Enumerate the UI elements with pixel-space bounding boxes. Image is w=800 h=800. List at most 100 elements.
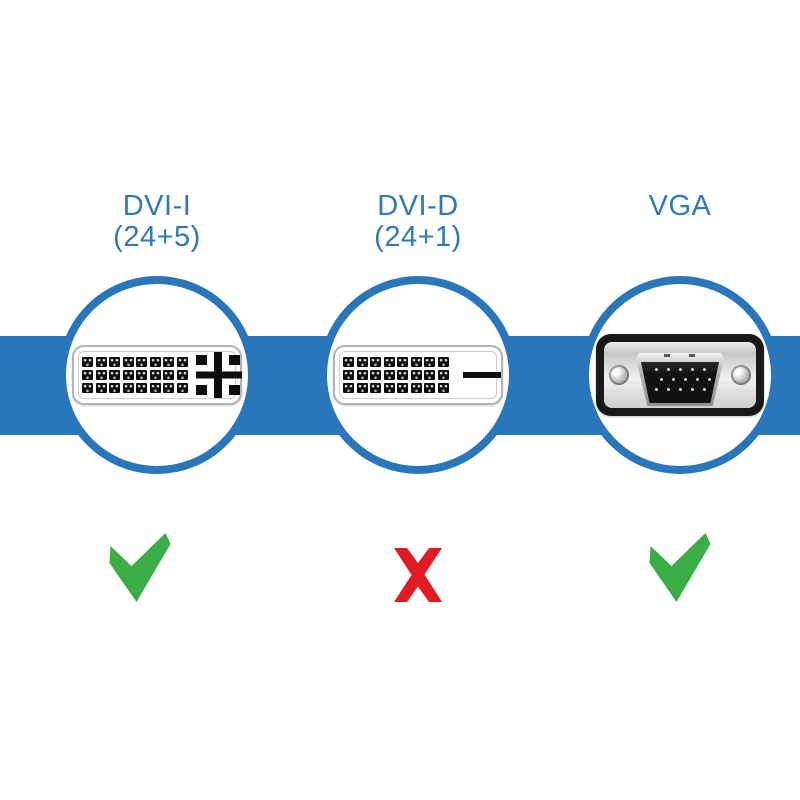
dvi-pin	[437, 383, 449, 393]
label-dvi-d-pins: (24+1)	[374, 221, 462, 253]
vga-pin	[654, 368, 658, 371]
dvi-pin	[163, 370, 174, 380]
dvi-pin	[424, 383, 435, 393]
verdict-dvi-i	[109, 533, 171, 602]
vga-pin	[654, 388, 658, 391]
vga-pin	[678, 388, 682, 391]
vga-pin	[702, 388, 706, 391]
dvi-i-pin-grid	[82, 357, 188, 393]
vga-connector	[596, 334, 764, 416]
vga-pin	[707, 378, 711, 381]
dvi-pin	[343, 370, 354, 380]
label-dvi-d: DVI-D (24+1)	[318, 191, 518, 253]
circle-dvi-i	[58, 276, 256, 474]
analog-pin	[229, 385, 240, 395]
dvi-pin	[82, 383, 93, 393]
dvi-d-blade	[462, 372, 501, 378]
dvi-pin	[176, 383, 188, 393]
column-dvi-d: DVI-D (24+1)	[318, 0, 518, 800]
dvi-pin	[424, 357, 435, 367]
dvi-pin	[356, 370, 368, 380]
dvi-pin	[356, 357, 368, 367]
vga-pin	[678, 368, 682, 371]
dvi-pin	[343, 383, 354, 393]
verdict-dvi-d	[393, 548, 443, 602]
circle-dvi-d	[319, 276, 517, 474]
dvi-pin	[437, 357, 449, 367]
dvi-pin	[149, 370, 161, 380]
vga-pin	[666, 368, 670, 371]
label-vga: VGA	[580, 191, 780, 222]
dvi-pin	[82, 370, 93, 380]
dvi-pin	[136, 383, 147, 393]
dvi-d-pin-grid	[343, 357, 449, 393]
dvi-pin	[109, 357, 120, 367]
verdict-vga	[649, 533, 711, 602]
dvi-pin	[136, 357, 147, 367]
dvi-pin	[370, 357, 381, 367]
label-dvi-i-name: DVI-I	[122, 190, 192, 222]
dvi-pin	[149, 383, 161, 393]
vga-pin	[659, 378, 663, 381]
dvi-pin	[410, 370, 422, 380]
dvi-d-connector	[333, 345, 503, 405]
dvi-pin	[383, 370, 395, 380]
label-vga-name: VGA	[648, 190, 712, 222]
vga-pin-row	[659, 378, 711, 381]
dvi-pin	[437, 370, 449, 380]
vga-pin-row	[654, 388, 706, 391]
column-dvi-i: DVI-I (24+5)	[57, 0, 257, 800]
check-icon	[109, 533, 171, 602]
dvi-pin	[410, 357, 422, 367]
circle-vga	[581, 276, 779, 474]
dvi-pin	[424, 370, 435, 380]
vga-pin	[690, 388, 694, 391]
dvi-pin	[383, 383, 395, 393]
dvi-pin	[163, 383, 174, 393]
dvi-pin	[122, 383, 134, 393]
analog-pin	[229, 355, 240, 365]
dvi-pin	[176, 357, 188, 367]
analog-pin	[195, 355, 207, 365]
dvi-i-connector	[72, 345, 242, 405]
dvi-pin	[149, 357, 161, 367]
dvi-pin	[176, 370, 188, 380]
dvi-pin	[397, 370, 408, 380]
label-dvi-d-name: DVI-D	[377, 190, 459, 222]
label-dvi-i-pins: (24+5)	[113, 221, 201, 253]
dvi-pin	[370, 370, 381, 380]
vga-shroud-notch	[664, 354, 671, 357]
dvi-pin	[122, 357, 134, 367]
dvi-pin	[95, 370, 107, 380]
column-vga: VGA	[580, 0, 780, 800]
analog-blade-horizontal	[195, 371, 242, 379]
dvi-pin	[95, 357, 107, 367]
vga-screw-right	[731, 365, 751, 385]
dvi-pin	[383, 357, 395, 367]
vga-screw-left	[609, 365, 629, 385]
dvi-pin	[109, 383, 120, 393]
dvi-pin	[343, 357, 354, 367]
vga-pin	[702, 368, 706, 371]
vga-shroud-notch	[688, 354, 695, 357]
check-icon	[649, 533, 711, 602]
vga-dsub-face	[641, 362, 719, 403]
vga-pin	[690, 368, 694, 371]
dvi-pin	[109, 370, 120, 380]
dvi-pin	[397, 357, 408, 367]
vga-pin	[666, 388, 670, 391]
dvi-pin	[122, 370, 134, 380]
dvi-i-analog-cross	[195, 352, 242, 398]
analog-pin	[195, 385, 207, 395]
dvi-pin	[95, 383, 107, 393]
cross-icon	[394, 548, 442, 602]
dvi-pin	[163, 357, 174, 367]
dvi-pin	[370, 383, 381, 393]
label-dvi-i: DVI-I (24+5)	[57, 191, 257, 253]
vga-pin-field	[641, 362, 719, 403]
dvi-pin	[136, 370, 147, 380]
vga-pin-row	[654, 368, 706, 371]
vga-pin	[671, 378, 675, 381]
vga-pin	[695, 378, 699, 381]
